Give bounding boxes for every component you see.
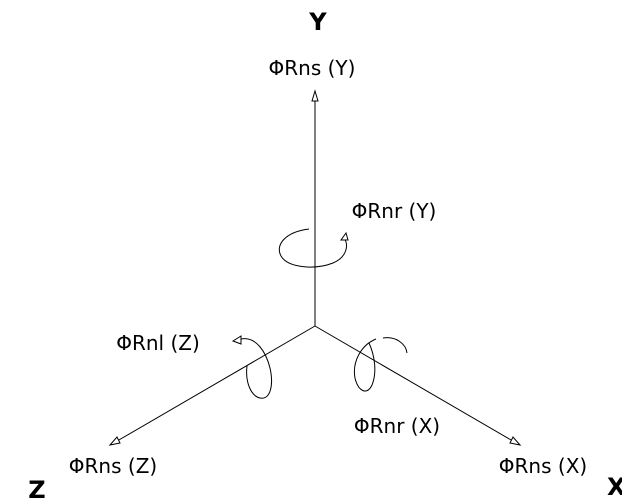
x-translation-label: ΦRns (X): [499, 454, 587, 478]
y-translation-label: ΦRns (Y): [269, 56, 356, 80]
y-axis-arrowhead: [311, 89, 319, 102]
z-axis-arrowhead: [108, 436, 121, 446]
z-axis-line: [111, 325, 316, 445]
z-rotation-arc: [240, 338, 273, 399]
z-axis-letter: Z: [28, 476, 45, 503]
z-translation-label: ΦRns (Z): [69, 454, 157, 478]
x-rotation-label: ΦRnr (X): [354, 414, 440, 438]
y-axis-letter: Y: [308, 8, 327, 36]
y-rotation-arc: [278, 228, 347, 268]
x-axis-line: [314, 325, 519, 445]
y-rotation-arrowhead: [340, 231, 349, 241]
x-rotation-arc: [353, 338, 377, 392]
x-axis-letter: X: [607, 473, 622, 501]
z-rotation-label: ΦRnl (Z): [116, 331, 200, 355]
y-rotation-label: ΦRnr (Y): [352, 199, 437, 223]
x-axis-arrowhead: [509, 436, 522, 446]
x-rotation-tail: [382, 337, 408, 354]
z-rotation-arrowhead: [231, 335, 242, 345]
